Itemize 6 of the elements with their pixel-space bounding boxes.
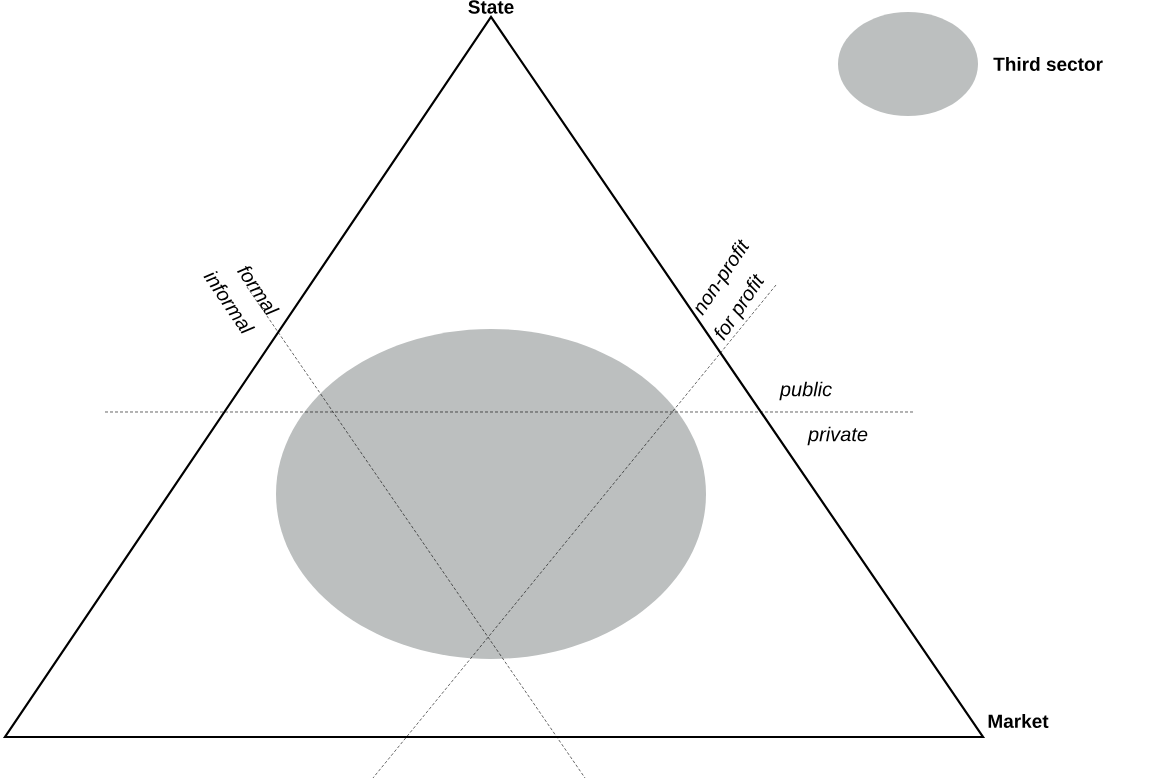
boundary-label: private bbox=[807, 426, 868, 446]
vertex-label: Market bbox=[988, 714, 1049, 728]
legend-label: Third sector bbox=[993, 57, 1103, 71]
boundary-label: public bbox=[779, 381, 832, 401]
vertex-label: State bbox=[468, 0, 514, 14]
third-sector-ellipse bbox=[276, 329, 706, 659]
